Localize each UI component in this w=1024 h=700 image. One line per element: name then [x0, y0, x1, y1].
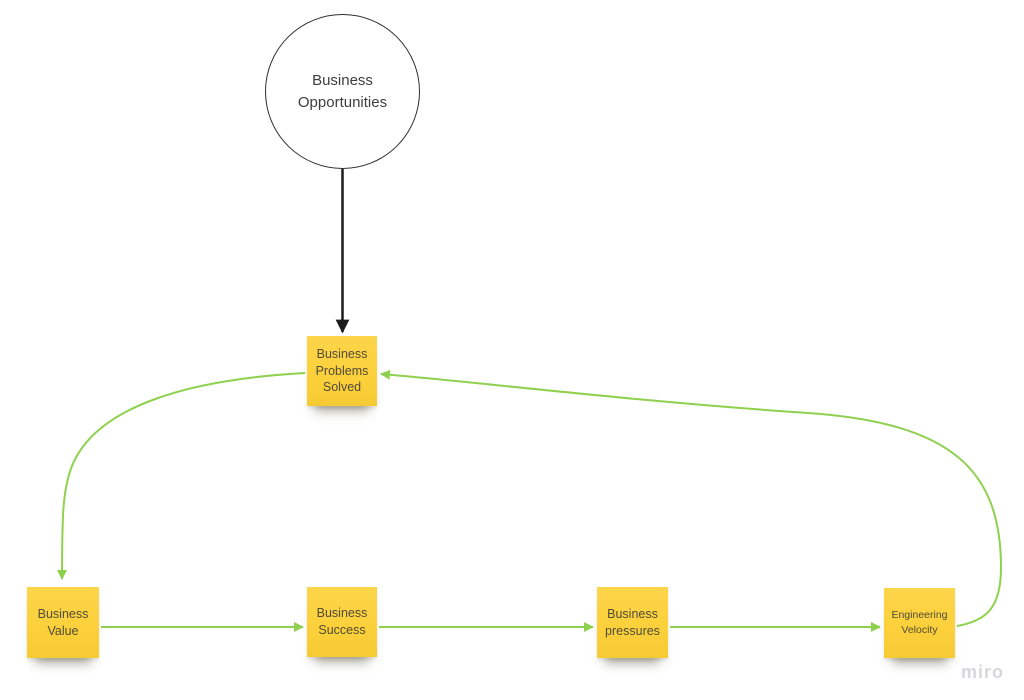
sticky-business-problems-solved[interactable]: Business Problems Solved — [307, 336, 377, 406]
shape-label: Business Opportunities — [297, 71, 388, 111]
connector-problems-to-value[interactable] — [57, 372, 306, 580]
sticky-label: Engineering Velocity — [891, 609, 948, 636]
sticky-engineering-velocity[interactable]: Engineering Velocity — [884, 588, 955, 658]
sticky-business-pressures[interactable]: Business pressures — [597, 587, 668, 658]
sticky-label: Business Value — [37, 606, 89, 638]
shape-business-opportunities[interactable]: Business Opportunities — [265, 14, 420, 169]
sticky-label: Business pressures — [605, 606, 660, 638]
sticky-business-success[interactable]: Business Success — [307, 587, 377, 657]
sticky-label: Business Success — [316, 606, 368, 637]
sticky-label: Business Problems Solved — [315, 346, 369, 395]
connector-velocity-to-problems[interactable] — [380, 369, 1003, 627]
miro-watermark: miro — [960, 662, 1004, 682]
sticky-business-value[interactable]: Business Value — [27, 587, 99, 658]
